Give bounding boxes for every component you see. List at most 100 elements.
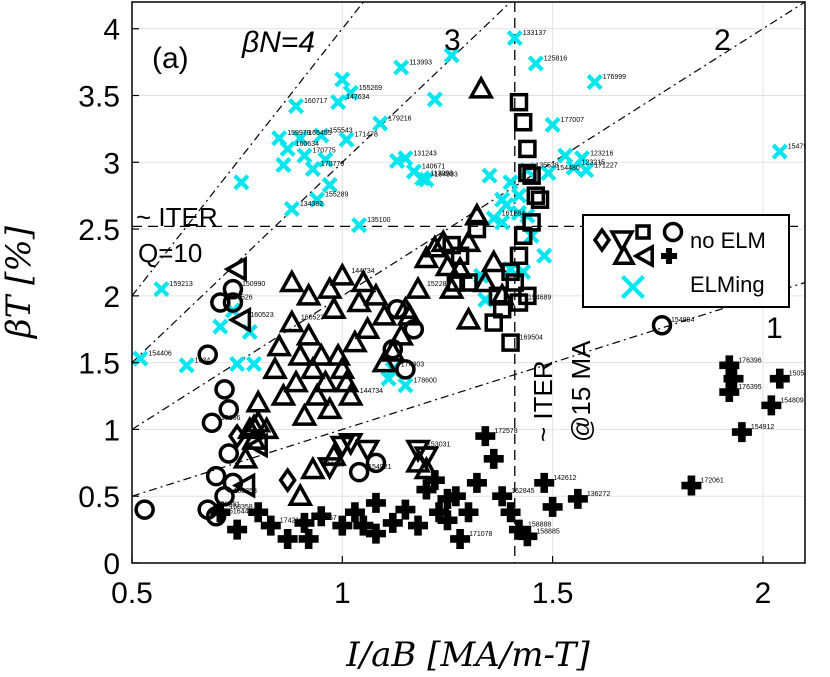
- no-elm-marker: [205, 465, 227, 487]
- elming-marker: [342, 84, 359, 101]
- beta-n-label-3: 3: [444, 24, 461, 57]
- shot-label: 150584: [789, 371, 812, 378]
- elming-marker: [540, 164, 557, 181]
- shot-label: 123216: [590, 150, 613, 157]
- shot-label: 176999: [603, 74, 626, 81]
- no-elm-marker: [530, 190, 550, 209]
- no-elm-marker: [508, 519, 529, 540]
- no-elm-marker: [291, 402, 318, 426]
- x-tick-label: 0.5: [111, 577, 153, 610]
- no-elm-marker: [260, 515, 281, 536]
- y-axis-ticks: 00.511.522.533.54: [78, 14, 139, 581]
- no-elm-marker: [244, 432, 268, 459]
- no-elm-marker: [386, 298, 408, 320]
- shot-label: 170779: [321, 161, 344, 168]
- shot-label: 134382: [300, 201, 323, 208]
- shot-label: 1034: [195, 357, 211, 364]
- no-elm-marker: [651, 314, 673, 336]
- no-elm-marker: [227, 519, 248, 540]
- no-elm-marker: [278, 467, 297, 494]
- legend-label-elming: ELMing: [690, 272, 765, 297]
- shot-label: 164993: [434, 172, 457, 179]
- shot-label: 154795: [788, 144, 811, 151]
- shot-label: 170775: [312, 148, 335, 155]
- shot-label: 123215: [582, 160, 605, 167]
- shot-label: 154912: [751, 424, 774, 431]
- no-elm-marker: [218, 443, 239, 464]
- shot-label: 171478: [355, 132, 378, 139]
- iter-q10-label-line2: Q=10: [138, 238, 202, 268]
- no-elm-marker: [408, 515, 429, 536]
- no-elm-marker: [719, 382, 740, 403]
- no-elm-marker: [262, 355, 288, 380]
- no-elm-marker: [337, 382, 364, 406]
- panel-label: (a): [152, 42, 189, 75]
- shot-label: 172578: [494, 428, 517, 435]
- shot-label: 155289: [325, 192, 348, 199]
- no-elm-marker: [463, 202, 490, 226]
- shot-label: 155543: [329, 128, 352, 135]
- shot-label: 160526: [229, 295, 252, 302]
- shot-label: 159213: [169, 281, 192, 288]
- no-elm-marker: [210, 292, 231, 313]
- no-elm-marker: [371, 349, 398, 373]
- no-elm-marker: [731, 422, 752, 443]
- shot-label: 160717: [304, 98, 327, 105]
- no-elm-marker: [287, 342, 314, 366]
- legend: no ELM ELMing: [582, 214, 790, 308]
- no-elm-marker: [500, 502, 521, 523]
- no-elm-marker: [483, 448, 504, 469]
- shot-label: 160523: [250, 312, 273, 319]
- elming-marker: [229, 355, 246, 372]
- no-elm-marker: [475, 426, 496, 447]
- elming-marker: [330, 94, 347, 111]
- shot-label: 159979: [287, 130, 310, 137]
- elming-marker: [309, 191, 326, 208]
- elming-marker: [498, 197, 515, 214]
- no-elm-marker: [294, 512, 315, 533]
- elming-marker: [372, 115, 389, 132]
- y-tick-label: 1.5: [78, 348, 120, 381]
- no-elm-marker: [248, 502, 269, 523]
- no-elm-marker: [210, 502, 231, 523]
- elming-marker: [574, 150, 591, 167]
- shot-label: 179216: [388, 116, 411, 123]
- no-elm-marker: [337, 433, 364, 457]
- legend-marker-diamond: [592, 226, 612, 254]
- no-elm-marker: [769, 368, 790, 389]
- no-elm-marker: [403, 319, 425, 340]
- no-elm-marker: [266, 333, 293, 357]
- no-elm-marker: [534, 472, 555, 493]
- shot-label: 113993: [430, 170, 453, 177]
- elming-marker: [510, 187, 527, 204]
- no-elm-marker: [450, 246, 470, 266]
- y-tick-label: 0: [103, 548, 120, 581]
- no-elm-marker: [222, 278, 244, 300]
- no-elm-marker: [379, 338, 406, 362]
- shot-label: 144734: [351, 268, 374, 275]
- legend-marker-left-triangle: [632, 244, 654, 268]
- no-elm-marker: [201, 412, 223, 433]
- no-elm-marker: [320, 295, 347, 319]
- elming-marker: [245, 355, 262, 372]
- elming-marker: [578, 162, 595, 179]
- elming-marker: [283, 201, 300, 218]
- no-elm-marker: [316, 275, 343, 299]
- elming-marker: [502, 174, 519, 191]
- beta-n-label-4: βN=4: [241, 26, 315, 59]
- y-axis-label: βT [%]: [0, 225, 39, 340]
- no-elm-marker: [761, 395, 782, 416]
- shot-label: 154921: [368, 464, 391, 471]
- elming-marker: [586, 74, 603, 91]
- no-elm-marker: [681, 475, 702, 496]
- y-tick-label: 4: [103, 14, 120, 47]
- shot-label: 171078: [469, 531, 492, 538]
- no-elm-marker: [277, 528, 298, 549]
- no-elm-marker: [513, 226, 533, 245]
- elming-marker: [317, 151, 334, 168]
- no-elm-marker: [405, 275, 431, 299]
- elming-marker: [351, 217, 368, 234]
- no-elm-marker: [484, 313, 503, 332]
- shot-label: 17066: [221, 415, 241, 422]
- shot-label: 125816: [544, 55, 567, 62]
